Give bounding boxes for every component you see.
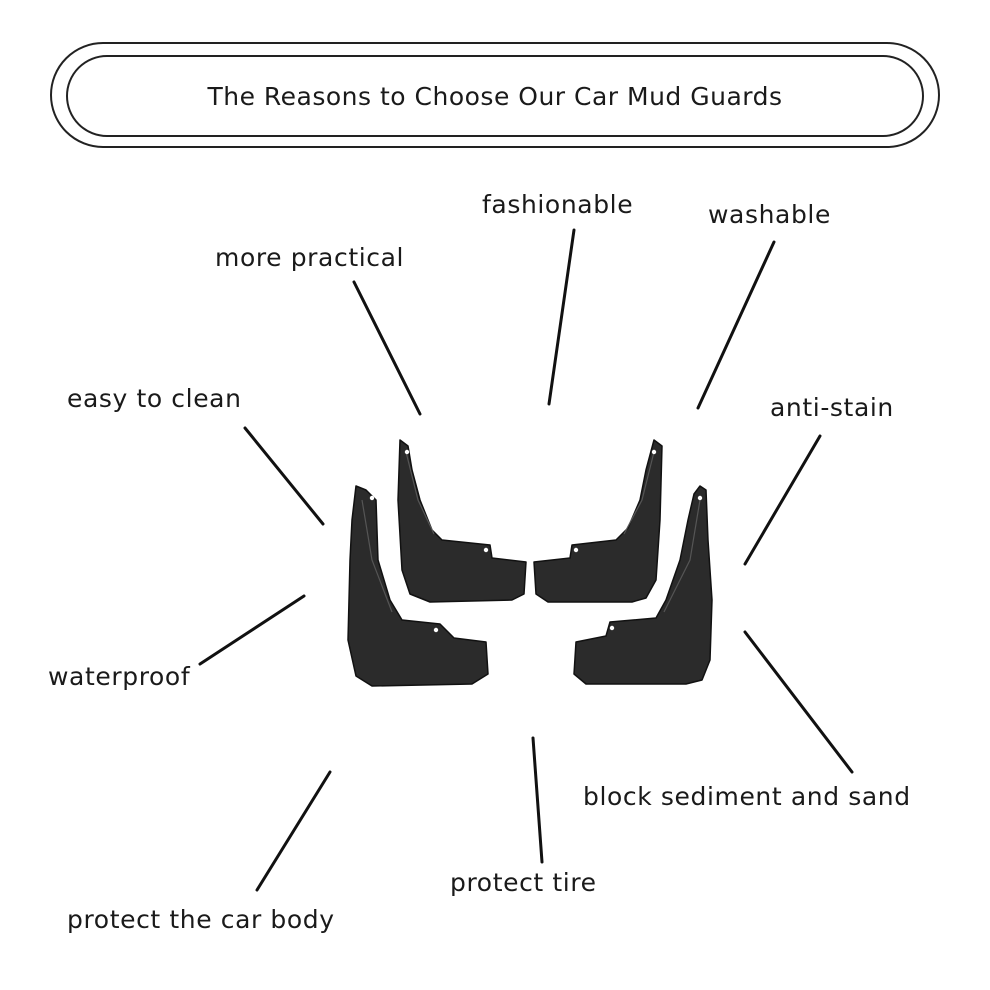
bolt-hole bbox=[369, 495, 375, 501]
label-washable: washable bbox=[708, 200, 831, 229]
mudguard-front-right-icon bbox=[573, 485, 713, 685]
mudguard-edge-highlights bbox=[361, 451, 701, 613]
line-easy-to-clean bbox=[243, 426, 325, 526]
line-block-sediment bbox=[743, 630, 854, 774]
highlight-4 bbox=[663, 499, 701, 613]
label-protect-tire: protect tire bbox=[450, 868, 597, 897]
bolt-hole bbox=[697, 495, 703, 501]
highlight-3 bbox=[361, 499, 393, 613]
bolt-hole bbox=[483, 547, 489, 553]
bolt-hole bbox=[404, 449, 410, 455]
line-anti-stain bbox=[743, 434, 822, 566]
line-washable bbox=[696, 240, 776, 410]
bolt-hole bbox=[651, 449, 657, 455]
bolt-hole bbox=[609, 625, 615, 631]
mudguard-front-left-icon bbox=[347, 485, 489, 687]
label-waterproof: waterproof bbox=[48, 662, 191, 691]
line-fashionable bbox=[547, 228, 576, 406]
highlight-2 bbox=[623, 451, 655, 535]
label-anti-stain: anti-stain bbox=[770, 393, 894, 422]
label-protect-car-body: protect the car body bbox=[67, 905, 335, 934]
mudguard-rear-left-icon bbox=[397, 439, 527, 603]
label-more-practical: more practical bbox=[215, 243, 405, 272]
title-outer-frame bbox=[50, 42, 940, 148]
mudguard-set bbox=[347, 439, 713, 687]
label-fashionable: fashionable bbox=[482, 190, 634, 219]
bolt-hole bbox=[433, 627, 439, 633]
bolt-holes bbox=[369, 449, 703, 633]
line-waterproof bbox=[198, 594, 306, 666]
callout-lines bbox=[198, 228, 854, 892]
mudguard-rear-right-icon bbox=[533, 439, 663, 603]
highlight-1 bbox=[405, 451, 435, 535]
label-block-sediment: block sediment and sand bbox=[583, 782, 911, 811]
line-protect-car-body bbox=[255, 770, 332, 892]
title-inner-frame: The Reasons to Choose Our Car Mud Guards bbox=[66, 55, 924, 137]
line-more-practical bbox=[352, 280, 422, 416]
bolt-hole bbox=[573, 547, 579, 553]
page-title: The Reasons to Choose Our Car Mud Guards bbox=[207, 81, 783, 111]
label-easy-to-clean: easy to clean bbox=[67, 384, 242, 413]
line-protect-tire bbox=[531, 736, 544, 864]
